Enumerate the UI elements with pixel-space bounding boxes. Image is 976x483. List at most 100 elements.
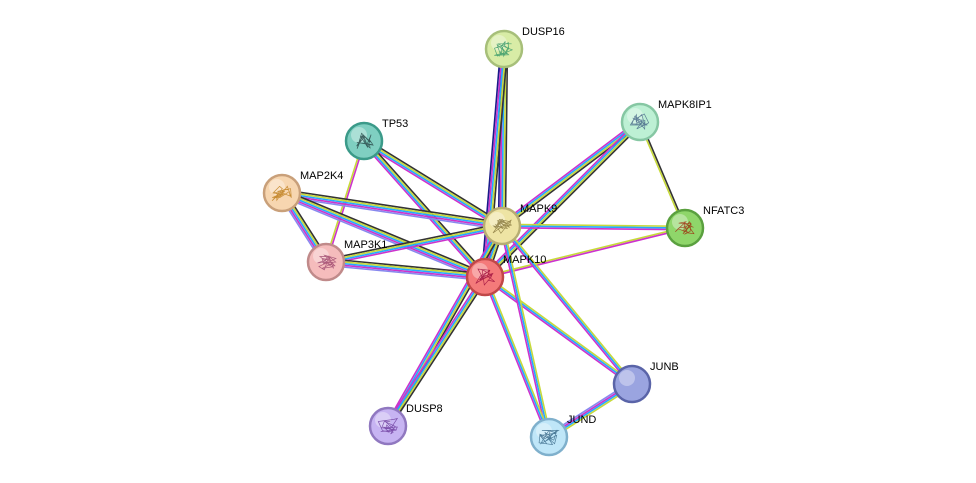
node-map3k1[interactable]: MAP3K1 bbox=[306, 239, 387, 282]
edge-evidence-line bbox=[386, 275, 486, 427]
edge-mapk9-jund[interactable] bbox=[499, 224, 552, 439]
edge-evidence-line bbox=[389, 277, 488, 429]
node-map2k4[interactable]: MAP2K4 bbox=[262, 170, 343, 213]
node-label: JUNB bbox=[650, 361, 679, 373]
edge-evidence-line bbox=[484, 228, 687, 279]
protein-structure-icon bbox=[377, 417, 399, 435]
node-circle[interactable] bbox=[484, 29, 524, 69]
edge-evidence-line bbox=[365, 138, 488, 277]
node-label: MAPK8IP1 bbox=[658, 99, 712, 111]
edge-evidence-line bbox=[501, 226, 686, 231]
edge-evidence-line bbox=[281, 190, 504, 226]
edge-evidence-line bbox=[324, 264, 486, 282]
edge-evidence-line bbox=[361, 142, 502, 229]
edge-evidence-line bbox=[363, 139, 504, 227]
edge-evidence-line bbox=[324, 222, 503, 261]
node-highlight bbox=[375, 412, 391, 428]
edge-tp53-mapk9[interactable] bbox=[361, 138, 505, 229]
node-jund[interactable]: JUND bbox=[529, 414, 596, 457]
node-highlight bbox=[489, 212, 505, 228]
edge-evidence-line bbox=[501, 223, 686, 228]
edge-evidence-line bbox=[325, 257, 487, 275]
edge-map2k4-mapk9[interactable] bbox=[280, 188, 504, 231]
node-tp53[interactable]: TP53 bbox=[344, 118, 408, 161]
node-circle[interactable] bbox=[620, 102, 660, 142]
edge-evidence-line bbox=[325, 226, 503, 264]
edge-map3k1-mapk10[interactable] bbox=[324, 257, 487, 282]
node-label: DUSP16 bbox=[522, 26, 565, 38]
edge-evidence-line bbox=[280, 193, 503, 229]
edge-evidence-line bbox=[281, 192, 486, 278]
edge-evidence-line bbox=[500, 120, 641, 227]
edge-evidence-line bbox=[325, 259, 486, 277]
protein-structure-icon bbox=[494, 41, 514, 58]
node-label: MAP2K4 bbox=[300, 170, 343, 182]
edge-mapk10-jund[interactable] bbox=[482, 275, 552, 439]
protein-structure-icon bbox=[538, 429, 560, 446]
edge-evidence-line bbox=[484, 121, 642, 279]
edge-evidence-line bbox=[362, 140, 486, 279]
edge-evidence-line bbox=[482, 276, 549, 439]
node-label: DUSP8 bbox=[406, 403, 443, 415]
edge-evidence-line bbox=[363, 139, 487, 278]
node-nfatc3[interactable]: NFATC3 bbox=[665, 205, 744, 248]
edge-evidence-line bbox=[501, 225, 686, 229]
edge-evidence-line bbox=[502, 224, 552, 438]
edge-mapk10-dusp8[interactable] bbox=[385, 274, 488, 429]
edge-evidence-line bbox=[325, 261, 486, 278]
edge-evidence-line bbox=[485, 274, 634, 384]
node-label: MAPK9 bbox=[520, 203, 557, 215]
edge-mapk10-junb[interactable] bbox=[483, 274, 634, 387]
edge-evidence-line bbox=[325, 227, 504, 266]
edge-evidence-line bbox=[499, 226, 632, 386]
protein-structure-icon bbox=[629, 113, 650, 130]
edge-evidence-line bbox=[484, 276, 550, 438]
edge-evidence-line bbox=[485, 275, 552, 438]
node-dusp16[interactable]: DUSP16 bbox=[484, 26, 565, 69]
node-label: NFATC3 bbox=[703, 205, 744, 217]
edge-evidence-line bbox=[484, 276, 633, 385]
node-label: JUND bbox=[567, 414, 596, 426]
edge-evidence-line bbox=[501, 225, 550, 438]
edge-evidence-line bbox=[326, 140, 366, 264]
node-highlight bbox=[491, 35, 507, 51]
edge-evidence-line bbox=[384, 223, 501, 426]
edge-map3k1-mapk9[interactable] bbox=[324, 222, 504, 266]
edge-evidence-line bbox=[280, 193, 486, 280]
edge-evidence-line bbox=[387, 276, 487, 428]
edge-evidence-line bbox=[281, 192, 503, 227]
node-mapk10[interactable]: MAPK10 bbox=[465, 254, 546, 297]
edge-evidence-line bbox=[325, 224, 503, 262]
edge-mapk10-nfatc3[interactable] bbox=[483, 226, 687, 279]
edge-evidence-line bbox=[279, 195, 485, 281]
edge-evidence-line bbox=[486, 123, 643, 280]
edge-mapk9-nfatc3[interactable] bbox=[501, 223, 686, 231]
edge-evidence-line bbox=[362, 140, 503, 228]
edge-mapk9-junb[interactable] bbox=[499, 224, 635, 386]
edge-evidence-line bbox=[364, 138, 505, 225]
edge-evidence-line bbox=[501, 225, 633, 385]
node-dusp8[interactable]: DUSP8 bbox=[368, 403, 443, 446]
edge-evidence-line bbox=[502, 224, 635, 384]
node-label: MAP3K1 bbox=[344, 239, 387, 251]
node-junb[interactable]: JUNB bbox=[612, 361, 679, 404]
edge-evidence-line bbox=[281, 190, 487, 277]
edge-evidence-line bbox=[325, 262, 486, 280]
edge-evidence-line bbox=[483, 120, 641, 278]
edge-evidence-line bbox=[385, 274, 484, 426]
node-mapk8ip1[interactable]: MAPK8IP1 bbox=[620, 99, 712, 142]
node-label: TP53 bbox=[382, 118, 408, 130]
edge-evidence-line bbox=[499, 225, 549, 439]
protein-structure-icon bbox=[492, 218, 512, 234]
protein-structure-icon bbox=[475, 268, 495, 286]
edge-evidence-line bbox=[499, 119, 640, 225]
node-circle[interactable] bbox=[612, 364, 652, 404]
protein-structure-icon bbox=[675, 221, 695, 235]
node-circle[interactable] bbox=[529, 417, 569, 457]
edge-map2k4-mapk10[interactable] bbox=[279, 189, 488, 281]
edge-evidence-line bbox=[504, 48, 509, 227]
node-mapk9[interactable]: MAPK9 bbox=[482, 203, 557, 246]
edge-evidence-line bbox=[480, 47, 502, 278]
edge-evidence-line bbox=[483, 277, 632, 387]
